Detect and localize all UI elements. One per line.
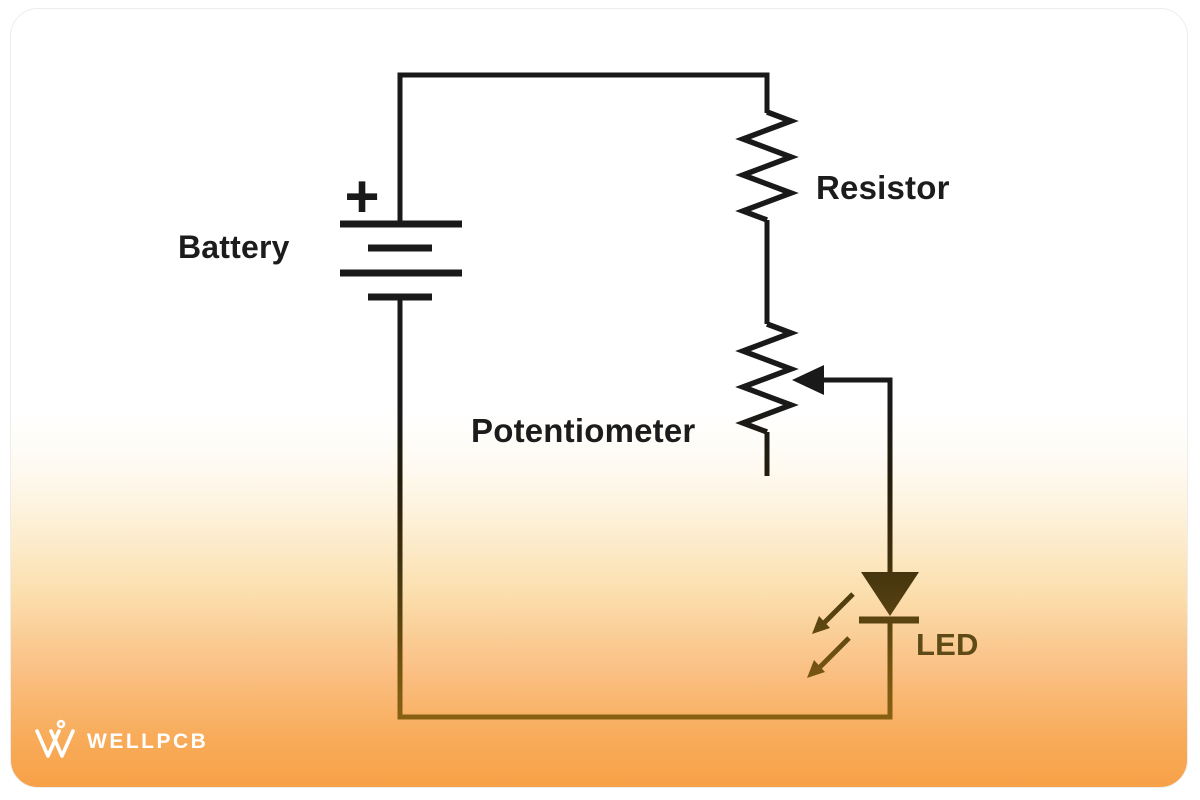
led-light-arrow-1-shaft: [822, 592, 855, 625]
potentiometer-zigzag: [735, 321, 799, 435]
potentiometer-symbol: [735, 321, 824, 435]
wellpcb-logo-icon: [34, 718, 78, 765]
led-symbol: [807, 572, 919, 678]
wellpcb-logo-text: WELLPCB: [87, 729, 209, 753]
led-light-arrows: [807, 592, 855, 678]
potentiometer-label: Potentiometer: [471, 412, 696, 449]
resistor-symbol: [735, 109, 799, 223]
led-light-arrow-1-head: [812, 616, 830, 634]
resistor-label: Resistor: [816, 169, 950, 206]
led-triangle: [861, 572, 919, 616]
battery-label: Battery: [178, 229, 290, 265]
led-light-arrow-2-head: [807, 660, 825, 678]
potentiometer-wiper-arrowhead: [792, 365, 824, 395]
diagram-card: [10, 8, 1188, 788]
battery-plus-sign: +: [344, 163, 380, 230]
wellpcb-logo: WELLPCB: [34, 718, 208, 765]
circuit-wires: [397, 72, 893, 720]
wire-wiper-to-led: [822, 377, 893, 574]
led-light-arrow-2-shaft: [818, 636, 851, 669]
wire-top-rail: [397, 72, 770, 222]
battery-symbol: [340, 220, 462, 301]
wire-left-and-bottom-rail: [397, 299, 893, 720]
led-label: LED: [916, 627, 979, 662]
